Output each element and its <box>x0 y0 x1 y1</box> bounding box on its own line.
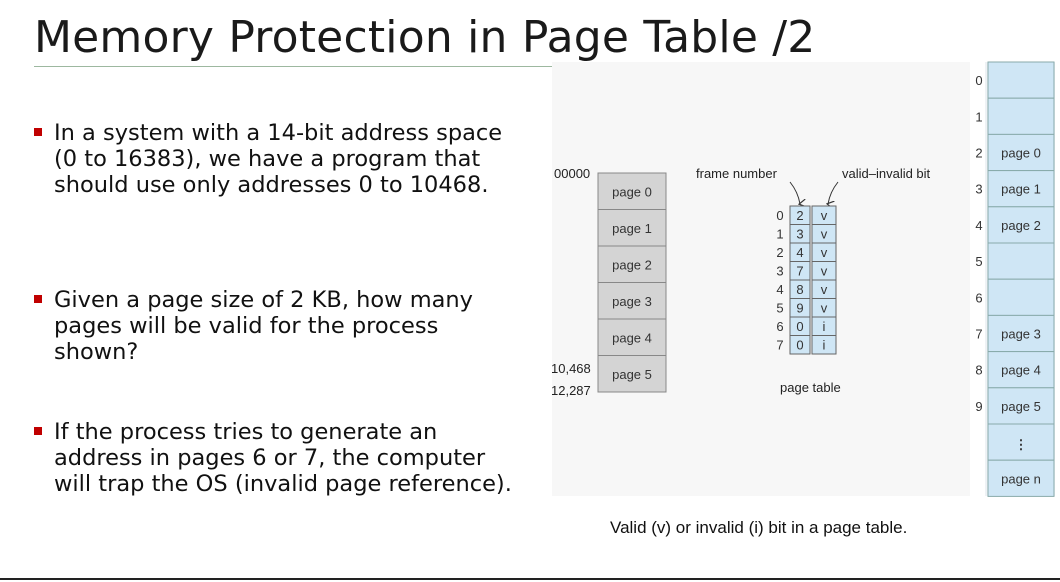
valid-bit-value: v <box>821 282 828 297</box>
bottom-rule <box>0 578 1060 580</box>
logical-page-cell <box>597 355 667 393</box>
physical-frame-cell <box>987 459 1055 497</box>
valid-bit-value: v <box>821 301 828 316</box>
physical-frame-index: 6 <box>975 290 982 305</box>
physical-frame-label: page 2 <box>1001 218 1041 233</box>
bullet-marker-icon <box>34 295 42 303</box>
page-table-index: 5 <box>776 301 783 316</box>
physical-frame-cell <box>987 97 1055 135</box>
physical-frame-index: 2 <box>975 146 982 161</box>
logical-address-label: 10,468 <box>551 361 591 376</box>
physical-frame-index: 3 <box>975 182 982 197</box>
physical-frame-index: 4 <box>975 218 982 233</box>
frame-number-value: 9 <box>796 301 803 316</box>
frame-number-value: 8 <box>796 282 803 297</box>
valid-bit-arrow-icon <box>828 181 839 204</box>
logical-page-label: page 1 <box>612 221 652 236</box>
logical-memory: 00000 page 0 page 1 page 2 page 3 page 4 page… <box>551 166 667 398</box>
page-table-index: 6 <box>776 319 783 334</box>
logical-page-cell <box>597 172 667 210</box>
valid-bit-value: v <box>821 264 828 279</box>
physical-frame-index: 8 <box>975 363 982 378</box>
frame-number-value: 0 <box>796 338 803 353</box>
frame-number-arrow-icon <box>789 181 800 204</box>
physical-frame-index: 7 <box>975 327 982 342</box>
physical-frame-label: page n <box>1001 471 1041 486</box>
valid-bit-value: v <box>821 208 828 223</box>
physical-frame-cell <box>987 133 1055 172</box>
page-table-caption: page table <box>780 380 841 395</box>
page-table-index: 1 <box>776 227 783 242</box>
bullet-marker-icon <box>34 128 42 136</box>
physical-frame-index: 5 <box>975 254 982 269</box>
physical-frame-cell <box>987 423 1055 461</box>
frame-number-value: 7 <box>796 264 803 279</box>
valid-bit-value: i <box>823 319 826 334</box>
title-underline <box>34 66 720 67</box>
physical-frame-label: page 4 <box>1001 363 1041 378</box>
valid-bit-value: i <box>823 338 826 353</box>
physical-frame-index: 0 <box>975 73 982 88</box>
valid-bit-value: v <box>821 245 828 260</box>
logical-start-address: 00000 <box>554 166 590 181</box>
physical-frame-index: 9 <box>975 399 982 414</box>
valid-bit-value: v <box>821 227 828 242</box>
physical-frame-label: page 3 <box>1001 327 1041 342</box>
frame-number-label: frame number <box>696 166 778 181</box>
ellipsis-icon: ⋮ <box>1015 437 1028 452</box>
physical-frame-label: page 0 <box>1001 146 1041 161</box>
frame-number-value: 0 <box>796 319 803 334</box>
logical-page-label: page 0 <box>612 184 652 199</box>
physical-frame-label: page 1 <box>1001 182 1041 197</box>
page-table-index: 7 <box>776 338 783 353</box>
valid-invalid-bit-label: valid–invalid bit <box>842 166 931 181</box>
physical-memory: 0 1 2 page 0 3 page 1 4 page 2 5 6 7 page 3 8 page 4 9… <box>975 61 1055 497</box>
logical-page-cell <box>597 282 667 320</box>
bullet-marker-icon <box>34 427 42 435</box>
logical-address-label: 12,287 <box>551 383 591 398</box>
bullet-text: Given a page size of 2 KB, how many page… <box>54 287 473 365</box>
logical-page-label: page 2 <box>612 257 652 272</box>
page-table-index: 3 <box>776 264 783 279</box>
physical-frame-cell <box>987 278 1055 316</box>
bullet-text: In a system with a 14-bit address space … <box>54 120 503 198</box>
slide-title: Memory Protection in Page Table /2 <box>34 12 816 63</box>
physical-frame-cell <box>987 242 1055 280</box>
logical-page-label: page 3 <box>612 294 652 309</box>
physical-frame-cell <box>987 61 1055 99</box>
physical-frame-cell <box>987 170 1055 208</box>
physical-frame-index: 1 <box>975 109 982 124</box>
physical-frame-cell <box>987 387 1055 425</box>
physical-frame-label: page 5 <box>1001 399 1041 414</box>
valid-bit-cell <box>811 335 837 355</box>
logical-page-cell <box>597 318 667 356</box>
frame-number-value: 2 <box>796 208 803 223</box>
logical-page-label: page 5 <box>612 367 652 382</box>
figure-caption: Valid (v) or invalid (i) bit in a page t… <box>610 518 908 537</box>
frame-number-cell <box>789 335 811 355</box>
logical-page-label: page 4 <box>612 330 652 345</box>
frame-number-value: 3 <box>796 227 803 242</box>
frame-number-value: 4 <box>796 245 803 260</box>
physical-frame-cell <box>987 206 1055 244</box>
page-table-index: 0 <box>776 208 783 223</box>
logical-page-cell <box>597 245 667 283</box>
bullet-text: If the process tries to generate an addr… <box>54 419 512 497</box>
page-table-index: 4 <box>776 282 783 297</box>
physical-frame-cell <box>987 351 1055 389</box>
page-table-index: 2 <box>776 245 783 260</box>
physical-frame-cell <box>987 314 1055 353</box>
